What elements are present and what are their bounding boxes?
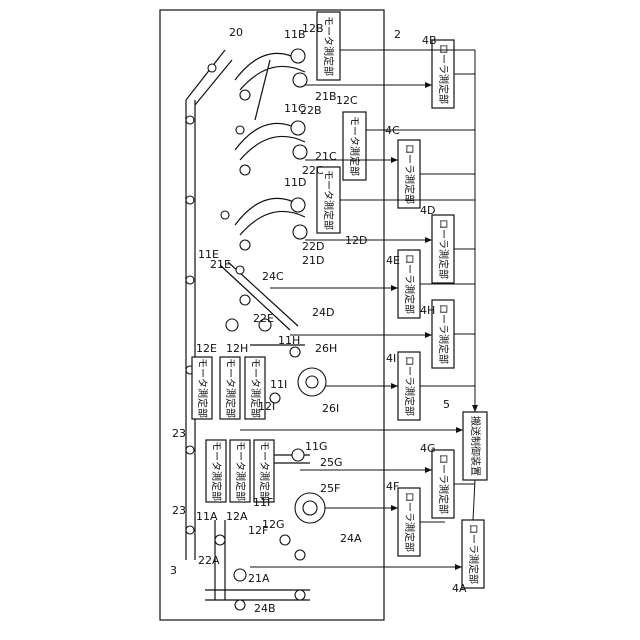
svg-text:ローラ測定部: ローラ測定部 — [437, 219, 450, 279]
svg-text:11I: 11I — [270, 378, 287, 391]
roller-station-c — [235, 121, 307, 175]
svg-text:ローラ測定部: ローラ測定部 — [403, 492, 416, 552]
svg-text:22E: 22E — [253, 312, 274, 325]
svg-text:4H: 4H — [420, 304, 435, 317]
svg-text:11C: 11C — [284, 102, 306, 115]
roller-station-d — [221, 198, 307, 250]
svg-text:21E: 21E — [210, 258, 231, 271]
roller-measure-4I: ローラ測定部 — [398, 352, 420, 420]
motor-measure-12A: モータ測定部 — [206, 440, 226, 502]
roller-measure-4H: ローラ測定部 — [432, 300, 454, 368]
svg-text:搬送制御装置: 搬送制御装置 — [469, 416, 482, 476]
svg-text:ローラ測定部: ローラ測定部 — [403, 356, 416, 416]
svg-text:ローラ測定部: ローラ測定部 — [437, 44, 450, 104]
svg-text:ローラ測定部: ローラ測定部 — [467, 524, 480, 584]
motor-measure-12G: モータ測定部 — [254, 440, 274, 502]
svg-text:12I: 12I — [258, 400, 275, 413]
svg-text:21A: 21A — [248, 572, 270, 585]
svg-text:4I: 4I — [386, 352, 396, 365]
svg-text:3: 3 — [170, 564, 177, 577]
svg-text:4A: 4A — [452, 582, 467, 595]
motor-measure-12F: モータ測定部 — [230, 440, 250, 502]
svg-text:25F: 25F — [320, 482, 340, 495]
svg-text:モータ測定部: モータ測定部 — [322, 16, 335, 76]
svg-text:12A: 12A — [226, 510, 248, 523]
svg-text:11F: 11F — [253, 496, 273, 509]
svg-text:11D: 11D — [284, 176, 306, 189]
svg-text:4G: 4G — [420, 442, 436, 455]
svg-text:25G: 25G — [320, 456, 343, 469]
svg-text:4E: 4E — [386, 254, 400, 267]
svg-text:26H: 26H — [315, 342, 337, 355]
svg-text:ローラ測定部: ローラ測定部 — [403, 144, 416, 204]
svg-text:4F: 4F — [386, 480, 399, 493]
svg-text:21C: 21C — [315, 150, 337, 163]
svg-text:ローラ測定部: ローラ測定部 — [437, 454, 450, 514]
svg-text:24D: 24D — [312, 306, 334, 319]
svg-text:23: 23 — [172, 427, 186, 440]
svg-text:モータ測定部: モータ測定部 — [196, 358, 209, 418]
svg-text:21B: 21B — [315, 90, 337, 103]
svg-text:12B: 12B — [302, 22, 324, 35]
svg-text:11A: 11A — [196, 510, 218, 523]
roller-measure-4A: ローラ測定部 — [462, 520, 484, 588]
roller-measure-4F: ローラ測定部 — [398, 488, 420, 556]
svg-text:モータ測定部: モータ測定部 — [210, 441, 223, 501]
svg-text:24A: 24A — [340, 532, 362, 545]
svg-text:11H: 11H — [278, 334, 300, 347]
svg-text:4C: 4C — [385, 124, 400, 137]
svg-text:モータ測定部: モータ測定部 — [348, 116, 361, 176]
svg-text:12E: 12E — [196, 342, 217, 355]
svg-text:5: 5 — [443, 398, 450, 411]
roller-measure-4D: ローラ測定部 — [432, 215, 454, 283]
svg-text:20: 20 — [229, 26, 243, 39]
svg-text:11G: 11G — [305, 440, 328, 453]
svg-text:2: 2 — [394, 28, 401, 41]
svg-text:24C: 24C — [262, 270, 284, 283]
svg-text:12D: 12D — [345, 234, 367, 247]
svg-text:モータ測定部: モータ測定部 — [224, 358, 237, 418]
svg-text:21D: 21D — [302, 254, 324, 267]
transport-controller-5: 搬送制御装置 — [463, 412, 487, 480]
svg-text:4B: 4B — [422, 34, 437, 47]
svg-text:4D: 4D — [420, 204, 435, 217]
svg-text:22D: 22D — [302, 240, 324, 253]
svg-text:12C: 12C — [336, 94, 358, 107]
svg-text:12H: 12H — [226, 342, 248, 355]
svg-text:ローラ測定部: ローラ測定部 — [403, 254, 416, 314]
svg-text:22A: 22A — [198, 554, 220, 567]
svg-text:24B: 24B — [254, 602, 276, 615]
roller-measure-4E: ローラ測定部 — [398, 250, 420, 318]
svg-text:モータ測定部: モータ測定部 — [258, 441, 271, 501]
roller-measure-4C: ローラ測定部 — [398, 140, 420, 208]
svg-text:12G: 12G — [262, 518, 285, 531]
svg-text:モータ測定部: モータ測定部 — [234, 441, 247, 501]
svg-text:ローラ測定部: ローラ測定部 — [437, 304, 450, 364]
svg-text:26I: 26I — [322, 402, 339, 415]
motor-measure-12H: モータ測定部 — [220, 357, 240, 419]
motor-measure-12C: モータ測定部 — [343, 112, 366, 180]
svg-text:23: 23 — [172, 504, 186, 517]
motor-measure-12E: モータ測定部 — [192, 357, 212, 419]
svg-text:モータ測定部: モータ測定部 — [322, 170, 335, 230]
roller-measure-4G: ローラ測定部 — [432, 450, 454, 518]
